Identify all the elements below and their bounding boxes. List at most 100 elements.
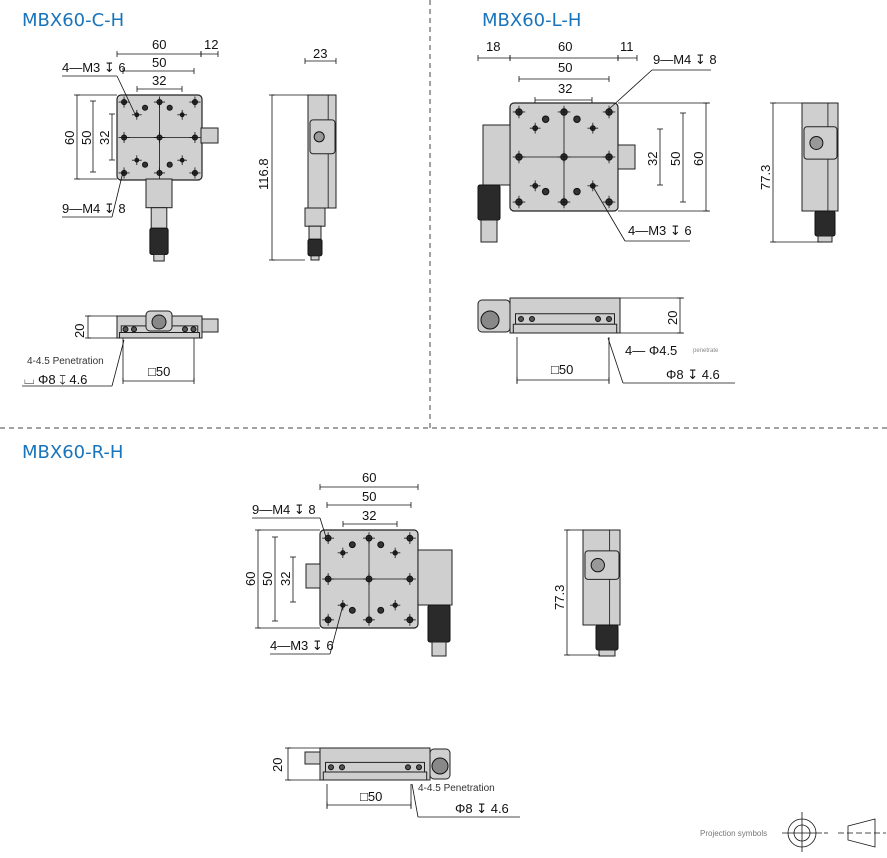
front-view-base xyxy=(119,332,200,339)
label-hole: 4— Φ4.5 xyxy=(625,343,677,358)
section-mbx60-r-h: MBX60-R-H 60 50 32 60 50 32 9—M4 ↧ 8 4—M… xyxy=(22,442,567,816)
micrometer-sleeve xyxy=(308,225,322,240)
dim-width-60: 60 xyxy=(558,39,572,54)
leader-line xyxy=(411,783,419,818)
dim-knob-11: 11 xyxy=(620,39,634,54)
dim-front-20: 20 xyxy=(270,758,285,772)
screw-icon xyxy=(122,326,129,333)
projection-cone-icon xyxy=(838,818,886,848)
label-counterbore: Φ8 ↧ 4.6 xyxy=(455,801,509,816)
section-title: MBX60-C-H xyxy=(22,10,124,31)
clamp-knob-icon xyxy=(809,135,824,150)
adjust-knob xyxy=(617,144,636,170)
dim-side-23: 23 xyxy=(313,46,327,61)
front-view-base xyxy=(512,323,618,334)
micrometer-body xyxy=(145,178,173,209)
leader-line xyxy=(111,171,124,218)
section-mbx60-l-h: MBX60-L-H 18 60 11 50 32 32 50 60 9—M4 ↧… xyxy=(482,10,773,382)
micrometer-thimble xyxy=(595,624,619,651)
dim-square-50: □50 xyxy=(148,364,170,379)
label-counterbore: ⌴ Φ8 ↧ 4.6 xyxy=(24,372,87,387)
dim-height-50: 50 xyxy=(260,572,275,586)
dim-height-60: 60 xyxy=(243,572,258,586)
leader-line xyxy=(607,69,653,111)
label-penetration: 4-4.5 Penetration xyxy=(418,783,495,794)
label-m3-holes: 4—M3 ↧ 6 xyxy=(270,638,334,653)
leader-line xyxy=(607,337,624,384)
knob-icon xyxy=(431,757,449,775)
micrometer-sleeve xyxy=(150,207,168,229)
dim-width-32: 32 xyxy=(558,81,572,96)
leader-line xyxy=(116,75,136,115)
screw-icon xyxy=(606,316,612,322)
mounting-hole-icon xyxy=(541,187,550,196)
micrometer-thimble xyxy=(307,238,323,257)
dim-width-32: 32 xyxy=(362,508,376,523)
micrometer-end xyxy=(480,219,498,243)
front-view-base xyxy=(322,771,428,781)
micrometer-thimble xyxy=(477,184,501,221)
mounting-hole-icon xyxy=(541,115,550,123)
dim-total-height: 116.8 xyxy=(256,158,271,190)
micrometer-thimble xyxy=(149,227,169,255)
label-counterbore: Φ8 ↧ 4.6 xyxy=(666,367,720,382)
dim-height-32: 32 xyxy=(645,152,660,166)
dim-square-50: □50 xyxy=(551,362,573,377)
micrometer-body xyxy=(417,549,453,606)
adjust-knob xyxy=(200,127,219,144)
dim-height-32: 32 xyxy=(278,572,293,586)
label-m3-holes: 4—M3 ↧ 6 xyxy=(628,223,692,238)
leader-line xyxy=(591,184,626,242)
screw-icon xyxy=(339,764,345,771)
dim-height-50: 50 xyxy=(668,152,683,166)
screw-icon xyxy=(405,764,411,771)
mounting-hole-icon xyxy=(348,606,356,614)
section-title: MBX60-L-H xyxy=(482,10,581,31)
label-m4-holes: 9—M4 ↧ 8 xyxy=(62,201,126,216)
dim-width-32: 32 xyxy=(152,73,166,88)
label-m4-holes: 9—M4 ↧ 8 xyxy=(653,52,717,67)
mounting-hole-icon xyxy=(166,104,173,111)
projection-symbols: Projection symbols xyxy=(700,812,886,852)
dim-micrometer-18: 18 xyxy=(486,39,500,54)
mounting-hole-icon xyxy=(142,104,149,111)
micrometer-body xyxy=(304,207,326,227)
dim-front-20: 20 xyxy=(72,324,87,338)
knob-icon xyxy=(151,314,167,330)
screw-icon xyxy=(328,764,334,771)
leader-line xyxy=(319,517,327,538)
section-mbx60-c-h: MBX60-C-H 60 12 50 32 60 50 32 4—M3 ↧ 6 … xyxy=(22,10,327,387)
mounting-hole-icon xyxy=(377,606,385,614)
dim-square-50: □50 xyxy=(360,789,382,804)
micrometer-end xyxy=(153,253,165,262)
dim-width-60: 60 xyxy=(362,470,376,485)
micrometer-end xyxy=(310,255,320,261)
screw-icon xyxy=(595,316,601,322)
dim-front-20: 20 xyxy=(665,311,680,325)
screw-icon xyxy=(529,316,535,322)
micrometer-end xyxy=(598,649,616,657)
dim-width-50: 50 xyxy=(362,489,376,504)
micrometer-body xyxy=(482,124,511,186)
dim-width-60: 60 xyxy=(152,37,166,52)
label-penetrate: penetrate xyxy=(693,348,719,354)
screw-icon xyxy=(182,326,188,333)
section-title: MBX60-R-H xyxy=(22,442,123,463)
mounting-hole-icon xyxy=(166,161,173,168)
dim-height-60: 60 xyxy=(691,152,706,166)
mounting-hole-icon xyxy=(348,541,356,549)
leader-line xyxy=(329,604,344,655)
leader-line xyxy=(111,339,125,387)
mounting-hole-icon xyxy=(142,161,149,168)
screw-icon xyxy=(190,326,197,333)
adjust-knob xyxy=(304,751,321,765)
adjust-knob xyxy=(305,563,321,589)
mounting-hole-icon xyxy=(377,541,385,549)
dim-height-50: 50 xyxy=(79,131,94,145)
micrometer-end xyxy=(431,641,447,657)
dim-knob-12: 12 xyxy=(204,37,218,52)
dim-total-height: 77.3 xyxy=(552,585,567,610)
screw-icon xyxy=(518,316,524,322)
dim-height-60: 60 xyxy=(62,131,77,145)
micrometer-thimble xyxy=(814,210,836,237)
